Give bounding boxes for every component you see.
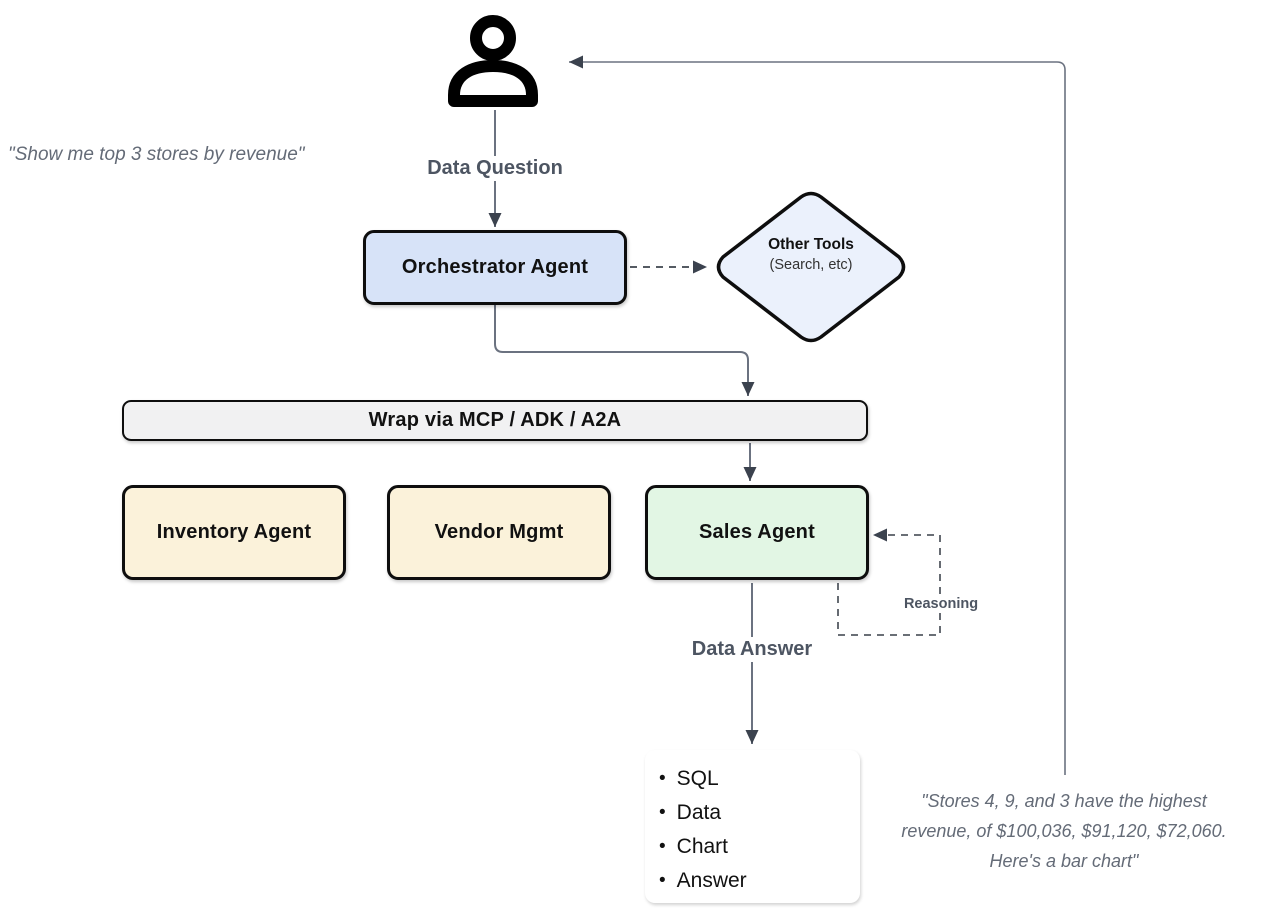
- edge-reasoning-loop: [837, 528, 941, 636]
- output-item: Data: [659, 796, 860, 830]
- output-box: SQL Data Chart Answer: [645, 750, 860, 903]
- vendor-mgmt-node: Vendor Mgmt: [387, 485, 611, 580]
- edge-orchestrator-to-wrapbar: [494, 305, 755, 396]
- output-list: SQL Data Chart Answer: [645, 762, 860, 898]
- inventory-agent-node: Inventory Agent: [122, 485, 346, 580]
- reasoning-label: Reasoning: [897, 595, 985, 613]
- data-answer-label: Data Answer: [685, 637, 819, 662]
- result-quote-line: revenue, of $100,036, $91,120, $72,060.: [901, 821, 1227, 841]
- result-quote-line: Here's a bar chart": [989, 851, 1139, 871]
- result-quote: "Stores 4, 9, and 3 have the highest rev…: [868, 786, 1260, 876]
- edge-answer-to-user: [569, 55, 1066, 775]
- output-item: SQL: [659, 762, 860, 796]
- other-tools-subtitle: (Search, etc): [769, 257, 853, 273]
- sales-agent-label: Sales Agent: [699, 521, 815, 543]
- other-tools-node: Other Tools (Search, etc): [713, 234, 909, 276]
- vendor-mgmt-label: Vendor Mgmt: [434, 521, 564, 543]
- result-quote-line: "Stores 4, 9, and 3 have the highest: [921, 791, 1207, 811]
- user-quote: "Show me top 3 stores by revenue": [8, 144, 305, 165]
- inventory-agent-label: Inventory Agent: [156, 521, 312, 543]
- wrap-protocol-label: Wrap via MCP / ADK / A2A: [368, 409, 622, 431]
- output-item: Answer: [659, 864, 860, 898]
- person-icon: [448, 15, 538, 107]
- other-tools-title: Other Tools: [768, 236, 854, 253]
- output-item: Chart: [659, 830, 860, 864]
- wrap-protocol-bar: Wrap via MCP / ADK / A2A: [122, 400, 868, 441]
- orchestrator-agent-node: Orchestrator Agent: [363, 230, 627, 305]
- orchestrator-agent-label: Orchestrator Agent: [401, 256, 589, 278]
- sales-agent-node: Sales Agent: [645, 485, 869, 580]
- other-tools-diamond: [716, 191, 906, 343]
- data-question-label: Data Question: [421, 156, 569, 181]
